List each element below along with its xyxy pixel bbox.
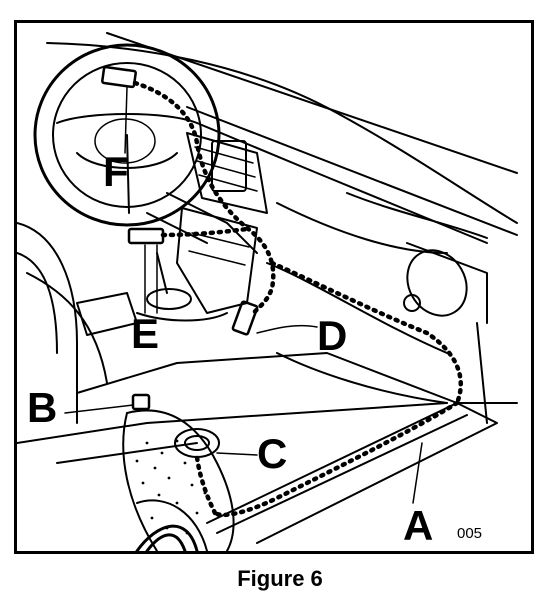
callout-c: C — [257, 430, 288, 477]
callout-b: B — [27, 384, 58, 431]
floor-pan — [17, 352, 458, 464]
rear-seat — [135, 524, 199, 551]
module-D — [231, 300, 259, 336]
cable-route — [132, 80, 463, 518]
module-F — [101, 65, 137, 89]
seat-stipple — [135, 439, 207, 535]
module-B — [131, 393, 151, 411]
door-sill — [206, 322, 518, 544]
steering-column — [146, 192, 258, 254]
steering-wheel — [33, 43, 221, 227]
callout-f: F — [103, 148, 129, 195]
callout-a: A — [403, 502, 434, 549]
center-console — [176, 132, 268, 314]
front-seat-base — [122, 409, 235, 551]
passenger-dashboard — [266, 192, 488, 354]
callout-d: D — [317, 312, 348, 359]
callout-e: E — [131, 310, 160, 357]
driver-seat — [17, 222, 138, 424]
figure-caption: Figure 6 — [237, 566, 323, 591]
figure-code: 005 — [457, 525, 483, 542]
gear-shift — [136, 252, 228, 322]
car-interior-illustration — [17, 32, 518, 551]
leader-lines — [64, 86, 423, 504]
figure-frame: A B C D E F 005 — [14, 20, 534, 554]
module-E — [127, 227, 165, 245]
